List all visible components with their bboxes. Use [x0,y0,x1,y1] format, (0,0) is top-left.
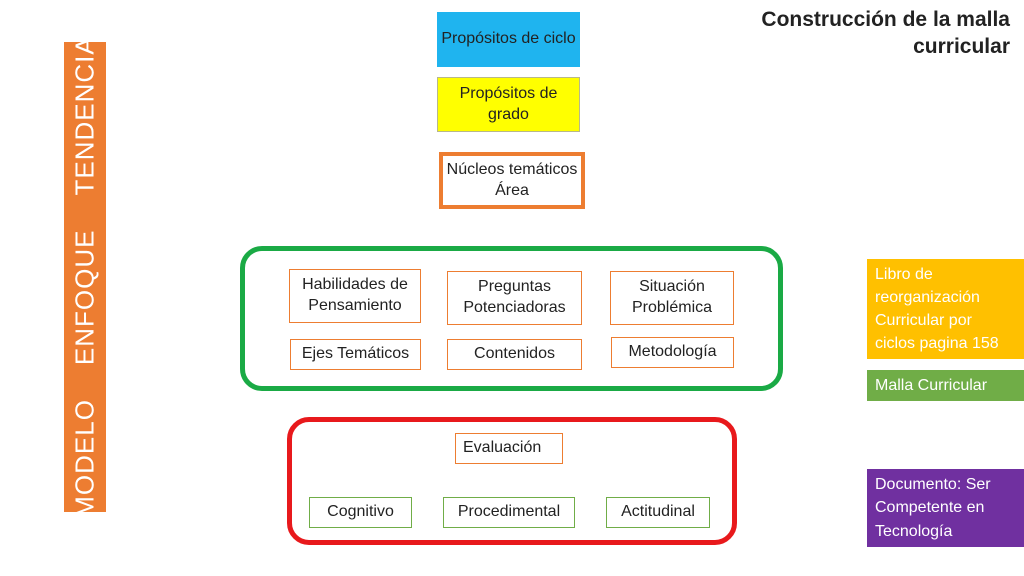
procedural-box: Procedimental [443,497,575,528]
grade-purposes-box: Propósitos de grado [437,77,580,132]
vertical-word-enfoque: ENFOQUE [69,229,100,366]
technology-document-note: Documento: Ser Competente en Tecnología [867,469,1024,547]
vertical-word-modelo: MODELO [69,399,100,512]
reorganization-book-note: Libro de reorganización Curricular por c… [867,259,1024,359]
problem-situation-box: Situación Problémica [610,271,734,325]
attitudinal-box: Actitudinal [606,497,710,528]
vertical-word-tendencia: TENDENCIA [69,42,100,196]
contents-box: Contenidos [447,339,582,370]
cycle-purposes-box: Propósitos de ciclo [437,12,580,67]
cognitive-box: Cognitivo [309,497,412,528]
model-approach-trend-bar: MODELO ENFOQUE TENDENCIA [64,42,106,512]
thematic-nuclei-box: Núcleos temáticos Área [439,152,585,209]
vertical-bar-text: MODELO ENFOQUE TENDENCIA [70,42,101,512]
curriculum-grid-note: Malla Curricular [867,370,1024,401]
guiding-questions-box: Preguntas Potenciadoras [447,271,582,325]
methodology-box: Metodología [611,337,734,368]
page-title: Construcción de la malla curricular [761,8,1010,59]
thinking-skills-box: Habilidades de Pensamiento [289,269,421,323]
evaluation-box: Evaluación [455,433,563,464]
thematic-axes-box: Ejes Temáticos [290,339,421,370]
